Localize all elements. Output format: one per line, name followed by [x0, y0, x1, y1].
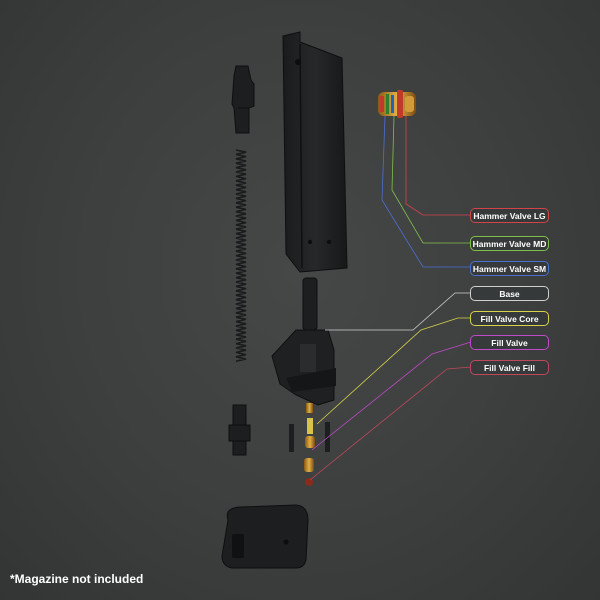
magazine-not-included-note: *Magazine not included — [10, 572, 144, 586]
follower — [231, 65, 255, 134]
label-fill-valve: Fill Valve — [470, 335, 549, 350]
label-hammer-valve-lg: Hammer Valve LG — [470, 208, 549, 223]
label-hammer-valve-sm: Hammer Valve SM — [470, 261, 549, 276]
label-fill-valve-fill: Fill Valve Fill — [470, 360, 549, 375]
fill-valve-parts — [289, 403, 330, 486]
leader-lines — [309, 115, 472, 481]
hammer-valve — [378, 90, 416, 118]
label-hammer-valve-md: Hammer Valve MD — [470, 236, 549, 251]
spring-guide — [228, 404, 251, 456]
label-base: Base — [470, 286, 549, 301]
magazine-spring — [235, 149, 247, 362]
spring-coil — [235, 149, 247, 362]
valve-base — [271, 277, 336, 406]
magazine-baseplate — [221, 504, 309, 569]
magazine-body — [282, 31, 348, 273]
label-fill-valve-core: Fill Valve Core — [470, 311, 549, 326]
